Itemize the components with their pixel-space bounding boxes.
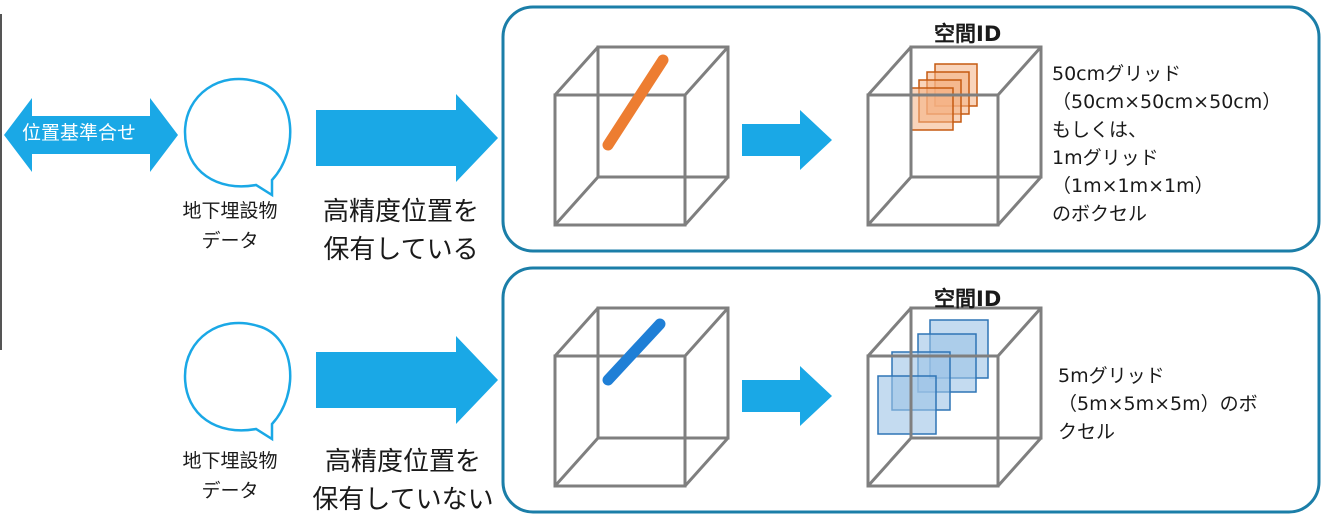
spatial-id-title-top: 空間ID [934, 22, 1002, 46]
arrow-to-panel-bottom [316, 336, 498, 424]
data-caption-line: 地下埋設物 [182, 450, 278, 472]
data-bubble-top [183, 77, 292, 198]
cube-left-bottom [553, 306, 730, 488]
description-line: （50cm×50cm×50cm） [1052, 91, 1282, 113]
precision-caption-bottom: 高精度位置を 保有していない [310, 443, 496, 519]
spatial-id-title-bottom: 空間ID [934, 287, 1002, 311]
description-line: もしくは、 [1052, 119, 1148, 141]
precision-caption-line: 保有している [323, 235, 479, 265]
pipe-line-blue [602, 318, 666, 386]
data-caption-line: データ [201, 480, 259, 502]
data-bubble-bottom [183, 321, 292, 442]
description-line: 5mグリッド [1058, 365, 1165, 387]
alignment-double-arrow [4, 98, 178, 172]
pipe-line-orange [602, 54, 669, 151]
description-line: 1mグリッド [1052, 147, 1159, 169]
voxel-description-bottom: 5mグリッド （5m×5m×5m）のボ クセル [1058, 362, 1258, 446]
cube-right-bottom [866, 306, 1043, 488]
description-line: クセル [1058, 421, 1116, 443]
precision-caption-line: 高精度位置を [324, 447, 481, 477]
cube-left-top [553, 45, 730, 227]
cube-right-top [866, 45, 1043, 227]
data-caption-line: 地下埋設物 [182, 200, 278, 222]
arrow-mid-top [742, 110, 832, 170]
arrow-mid-bottom [742, 366, 832, 426]
description-line: （5m×5m×5m）のボ [1058, 393, 1258, 415]
description-line: （1m×1m×1m） [1052, 175, 1214, 197]
left-edge-line [0, 14, 2, 350]
description-line: 50cmグリッド [1052, 63, 1182, 85]
voxel-group-blue [877, 319, 989, 435]
arrow-to-panel-top [316, 94, 498, 182]
precision-caption-line: 高精度位置を [322, 197, 479, 227]
alignment-label: 位置基準合せ [22, 122, 137, 144]
voxel-description-top: 50cmグリッド （50cm×50cm×50cm） もしくは、 1mグリッド （… [1052, 60, 1281, 228]
voxel-group-orange [910, 63, 978, 131]
precision-caption-top: 高精度位置を 保有している [316, 193, 486, 269]
panel-bottom [501, 266, 1321, 514]
precision-caption-line: 保有していない [312, 485, 494, 515]
description-line: のボクセル [1052, 203, 1148, 225]
panel-top [501, 5, 1321, 253]
data-caption-line: データ [201, 230, 259, 252]
data-caption-top: 地下埋設物 データ [172, 196, 288, 256]
data-caption-bottom: 地下埋設物 データ [172, 446, 288, 506]
